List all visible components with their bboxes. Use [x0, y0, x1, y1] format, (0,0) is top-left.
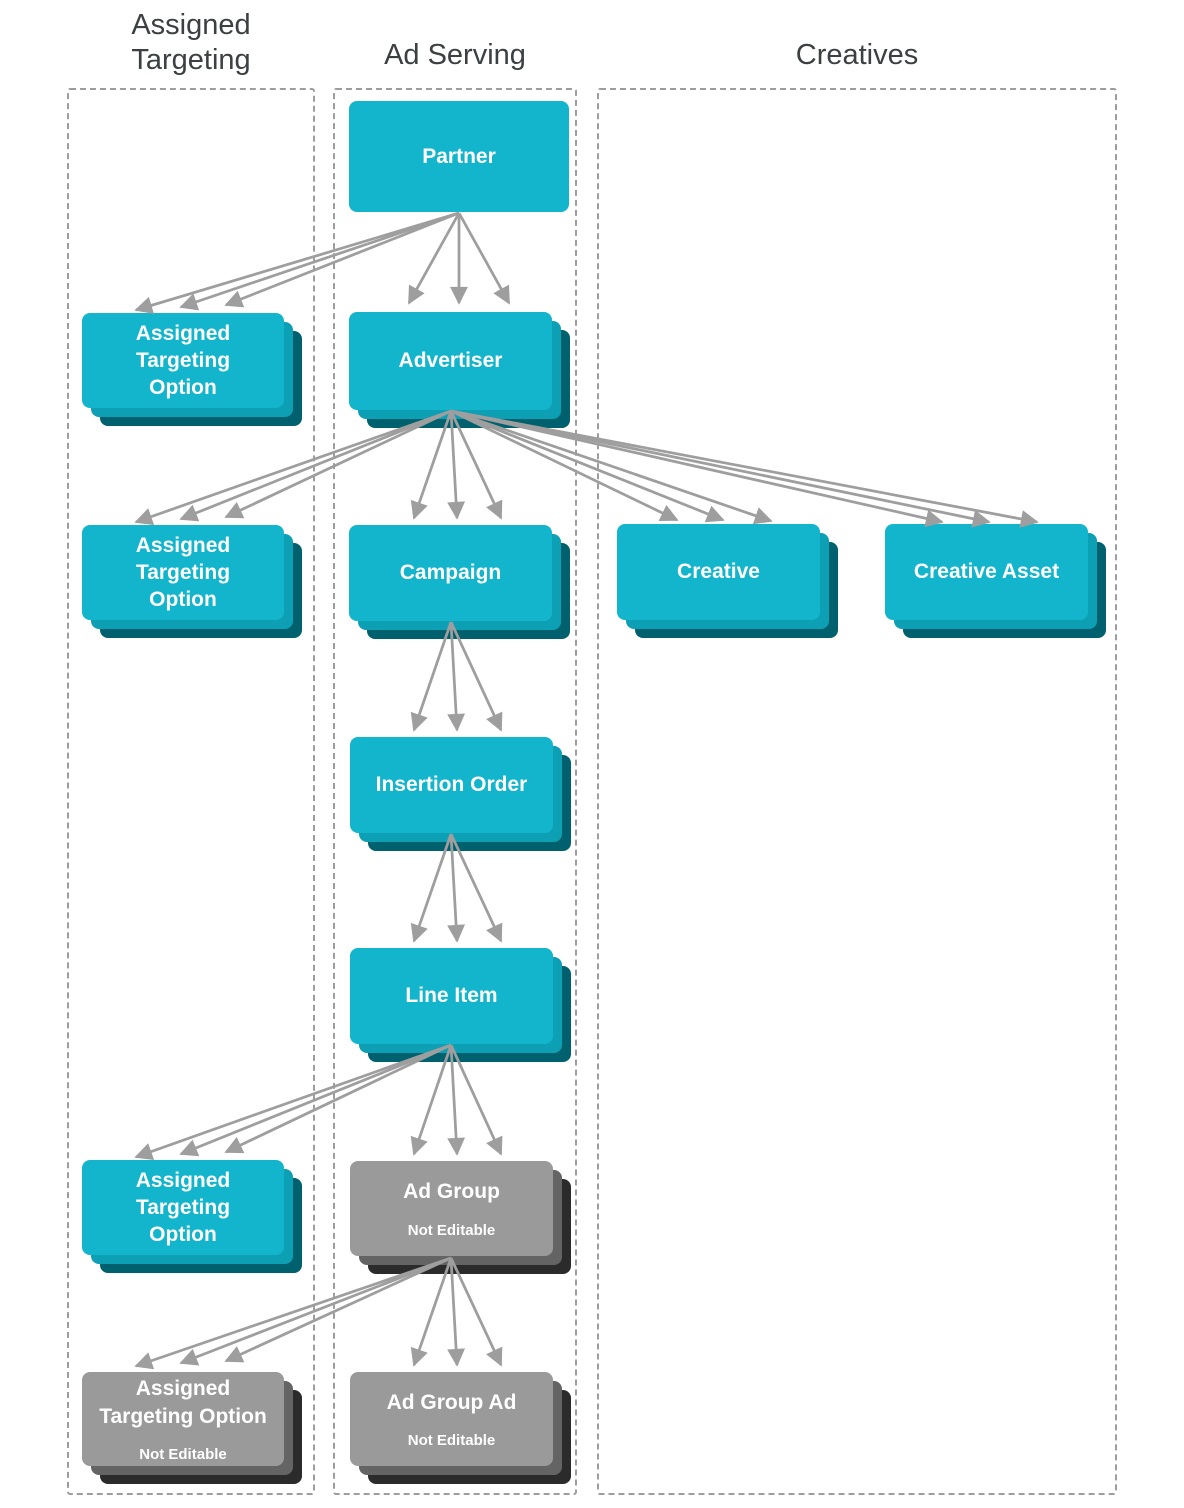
node-label: Assigned Targeting Option — [135, 533, 231, 612]
node-sublabel: Not Editable — [407, 1221, 496, 1239]
node-face: Ad Group Ad Not Editable — [350, 1372, 553, 1466]
node-face: Assigned Targeting Option — [82, 525, 284, 620]
column-title-ad-serving: Ad Serving — [384, 39, 526, 71]
node-assigned-targeting-option-1: Assigned Targeting Option — [82, 313, 302, 426]
node-creative-asset: Creative Asset — [885, 524, 1106, 638]
node-label: Creative Asset — [913, 560, 1060, 584]
node-face: Assigned Targeting Option — [82, 313, 284, 408]
node-face: Campaign — [349, 525, 552, 621]
node-partner: Partner — [349, 101, 569, 212]
node-label: Creative — [677, 560, 760, 584]
node-face: Assigned Targeting Option — [82, 1160, 284, 1255]
node-face: Insertion Order — [350, 737, 553, 833]
node-face: Line Item — [350, 948, 553, 1044]
node-label: Ad Group Ad — [386, 1390, 517, 1414]
column-frame-assigned-targeting — [67, 88, 315, 1495]
column-title-assigned-targeting: Assigned Targeting — [131, 9, 251, 77]
node-campaign: Campaign — [349, 525, 570, 639]
node-label: Partner — [422, 144, 496, 168]
node-face: Advertiser — [349, 312, 552, 410]
node-face: Partner — [349, 101, 569, 212]
node-face: Creative Asset — [885, 524, 1088, 620]
column-frame-creatives — [597, 88, 1117, 1495]
column-frame-ad-serving — [333, 88, 577, 1495]
node-label: Assigned Targeting Option — [135, 1168, 231, 1247]
node-face: Creative — [617, 524, 820, 620]
column-title-creatives: Creatives — [795, 39, 919, 71]
node-assigned-targeting-option-3: Assigned Targeting Option — [82, 1160, 302, 1273]
node-label: Assigned Targeting Option — [135, 321, 231, 400]
node-sublabel: Not Editable — [139, 1445, 227, 1463]
node-label: Advertiser — [398, 349, 503, 373]
node-line-item: Line Item — [350, 948, 571, 1062]
node-assigned-targeting-option-2: Assigned Targeting Option — [82, 525, 302, 638]
node-insertion-order: Insertion Order — [350, 737, 571, 851]
node-label: Campaign — [399, 561, 502, 585]
node-label: Line Item — [405, 984, 498, 1008]
node-sublabel: Not Editable — [407, 1432, 496, 1450]
node-ad-group-ad: Ad Group Ad Not Editable — [350, 1372, 571, 1484]
node-label: Insertion Order — [375, 773, 528, 797]
node-advertiser: Advertiser — [349, 312, 570, 428]
node-label: Assigned Targeting Option — [99, 1377, 267, 1428]
node-label: Ad Group — [403, 1180, 500, 1204]
node-creative: Creative — [617, 524, 838, 638]
